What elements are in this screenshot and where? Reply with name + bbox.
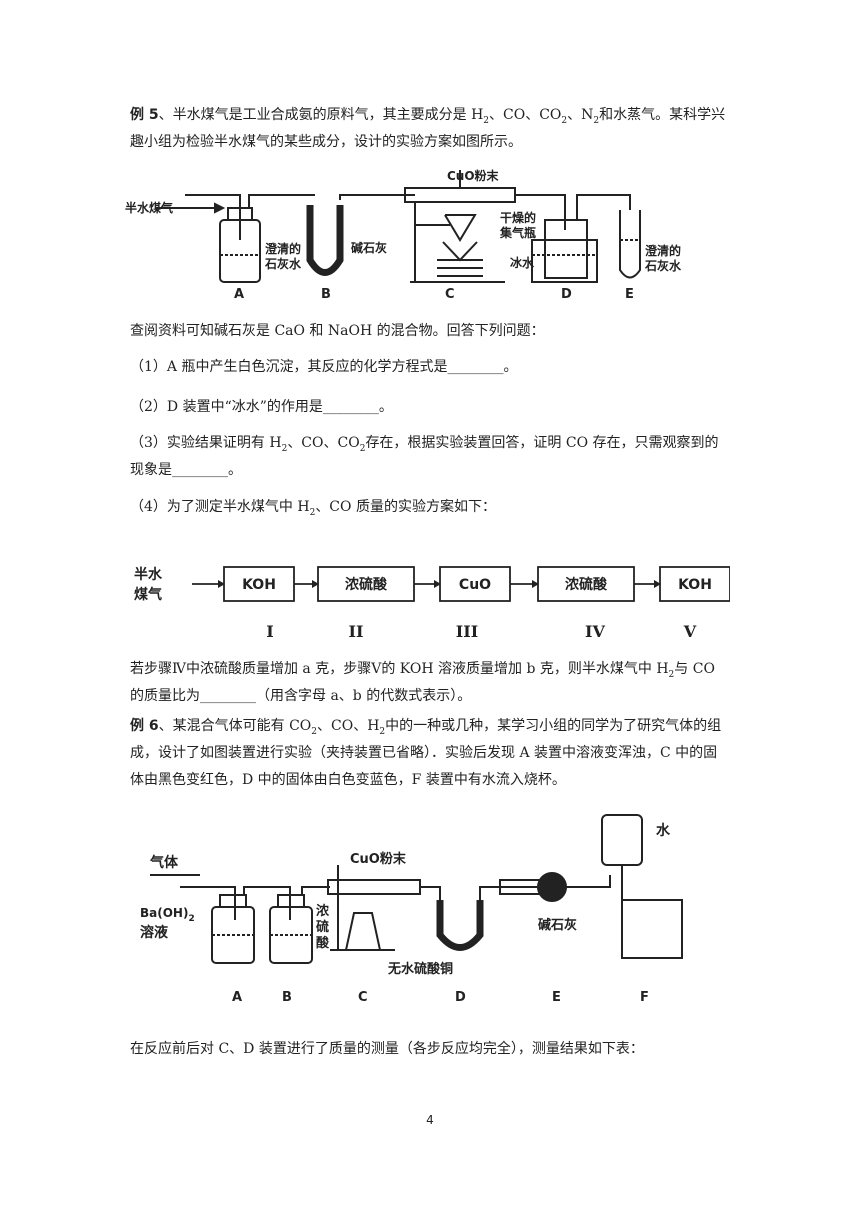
page-number: 4 — [426, 1113, 434, 1127]
svg-text:CuO粉末: CuO粉末 — [350, 851, 407, 867]
svg-text:浓: 浓 — [316, 903, 330, 919]
ex5-intro: 例 5、半水煤气是工业合成氨的原料气，其主要成分是 H2、CO、CO2、N2和水… — [130, 107, 726, 150]
ex5-label: 例 5 — [130, 107, 159, 123]
ex5-q4: （4）为了测定半水煤气中 H2、CO 质量的实验方案如下： — [130, 499, 496, 518]
svg-text:无水硫酸铜: 无水硫酸铜 — [387, 961, 453, 977]
svg-text:A: A — [234, 287, 244, 302]
ex5-note: 查阅资料可知碱石灰是 CaO 和 NaOH 的混合物。回答下列问题： — [130, 323, 545, 339]
svg-text:碱石灰: 碱石灰 — [538, 917, 577, 933]
svg-text:酸: 酸 — [316, 935, 330, 951]
ex5-q1: （1）A 瓶中产生白色沉淀，其反应的化学方程式是________。 — [130, 359, 518, 375]
svg-text:煤气: 煤气 — [134, 586, 162, 603]
apparatus-figure-1: 半水煤气 澄清的 石灰水 碱石灰 CuO粉末 干燥的 集气瓶 冰水 澄清的 石灰… — [125, 168, 682, 302]
svg-text:I: I — [266, 622, 273, 641]
ex6-table-intro: 在反应前后对 C、D 装置进行了质量的测量（各步反应均完全），测量结果如下表： — [130, 1041, 644, 1057]
flow-box-5: KOH — [678, 577, 712, 593]
flow-box-2: 浓硫酸 — [345, 576, 388, 593]
flow-diagram: 半水 煤气 KOH 浓硫酸 CuO 浓硫酸 KOH I II III IV V — [134, 566, 730, 641]
svg-text:Ba(OH)2: Ba(OH)2 — [140, 906, 195, 924]
svg-text:B: B — [282, 990, 292, 1005]
svg-text:E: E — [552, 990, 561, 1005]
svg-text:水: 水 — [656, 822, 671, 839]
ex5-q4-text: 若步骤Ⅳ中浓硫酸质量增加 a 克，步骤Ⅴ的 KOH 溶液质量增加 b 克，则半水… — [130, 661, 715, 704]
svg-text:半水: 半水 — [134, 566, 163, 583]
svg-text:石灰水: 石灰水 — [264, 256, 302, 271]
svg-text:澄清的: 澄清的 — [645, 243, 681, 258]
flow-box-3: CuO — [459, 577, 491, 593]
svg-text:D: D — [455, 990, 466, 1005]
fig1-inlet-label: 半水煤气 — [125, 200, 173, 215]
svg-text:C: C — [445, 287, 455, 302]
svg-text:D: D — [561, 287, 572, 302]
ex5-q3: （3）实验结果证明有 H2、CO、CO2存在，根据实验装置回答，证明 CO 存在… — [130, 435, 719, 478]
ex6-label: 例 6 — [130, 718, 159, 734]
svg-text:溶液: 溶液 — [140, 924, 169, 941]
svg-text:B: B — [321, 287, 331, 302]
svg-text:冰水: 冰水 — [510, 255, 535, 270]
svg-text:A: A — [232, 990, 242, 1005]
svg-text:石灰水: 石灰水 — [644, 258, 682, 273]
svg-text:硫: 硫 — [316, 919, 329, 935]
flow-box-4: 浓硫酸 — [565, 576, 608, 593]
svg-text:澄清的: 澄清的 — [265, 241, 301, 256]
svg-text:V: V — [683, 622, 697, 641]
svg-text:集气瓶: 集气瓶 — [499, 225, 536, 240]
svg-text:E: E — [625, 287, 634, 302]
svg-text:气体: 气体 — [149, 854, 179, 871]
svg-text:III: III — [456, 622, 478, 641]
ex5-q2: （2）D 装置中“冰水”的作用是________。 — [130, 399, 393, 415]
svg-text:IV: IV — [585, 622, 605, 641]
svg-text:CuO粉末: CuO粉末 — [447, 168, 500, 183]
ex6-intro: 例 6、某混合气体可能有 CO2、CO、H2中的一种或几种，某学习小组的同学为了… — [130, 718, 722, 788]
svg-text:碱石灰: 碱石灰 — [351, 240, 387, 255]
svg-text:II: II — [349, 622, 364, 641]
svg-text:C: C — [358, 990, 368, 1005]
flow-box-1: KOH — [242, 577, 276, 593]
svg-text:干燥的: 干燥的 — [500, 210, 536, 225]
svg-text:F: F — [640, 990, 649, 1005]
apparatus-figure-2: 气体 Ba(OH)2 溶液 浓 硫 酸 CuO粉末 无水硫酸铜 碱石灰 水 A … — [140, 814, 683, 1005]
